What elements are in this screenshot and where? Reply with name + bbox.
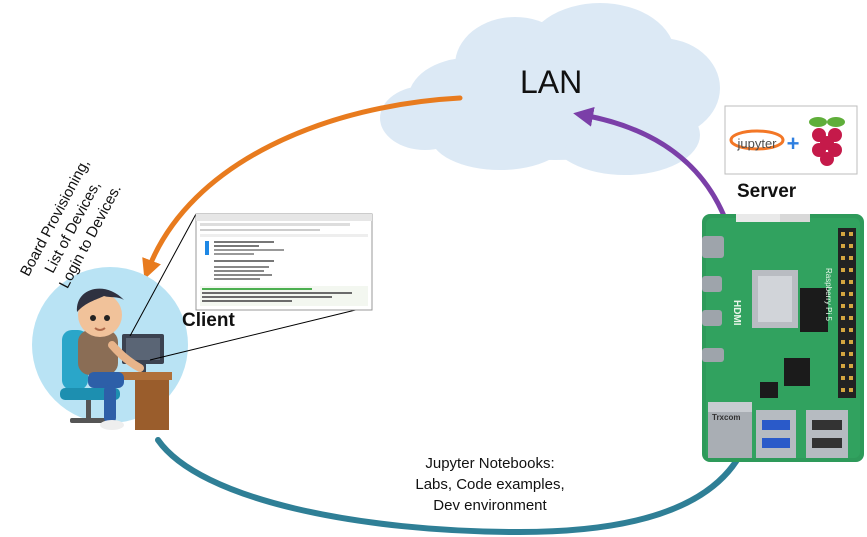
raspberry-icon xyxy=(809,117,845,166)
plus-icon: + xyxy=(787,131,800,156)
zoom-connector-top xyxy=(129,213,197,337)
board-marking-hdmi: HDMI xyxy=(731,300,742,326)
lan-to-client-arrow xyxy=(142,95,463,280)
zoom-connector-bottom xyxy=(149,305,373,361)
client-developer-illustration xyxy=(32,267,188,430)
raspberry-pi-board: HDMI Raspberry Pi 5 Trxcom xyxy=(702,214,864,462)
jupyter-orbit-icon xyxy=(729,129,785,151)
server-label: Server xyxy=(737,181,797,202)
client-label: Client xyxy=(182,310,235,331)
server-to-client-note: Jupyter Notebooks: Labs, Code examples, … xyxy=(380,453,600,516)
board-marking-model: Raspberry Pi 5 xyxy=(824,268,833,321)
jupyter-raspberry-logo: jupyter + xyxy=(724,105,858,175)
lan-cloud xyxy=(380,3,720,175)
note-line: Labs, Code examples, xyxy=(415,476,565,493)
client-server-arrow xyxy=(155,411,762,536)
board-marking-ethernet: Trxcom xyxy=(712,413,740,422)
note-line: Jupyter Notebooks: xyxy=(425,455,555,472)
lan-label: LAN xyxy=(520,64,583,100)
jupyter-logo-text: jupyter xyxy=(736,136,777,151)
note-line: Dev environment xyxy=(433,497,547,514)
notebook-screenshot xyxy=(195,213,373,311)
